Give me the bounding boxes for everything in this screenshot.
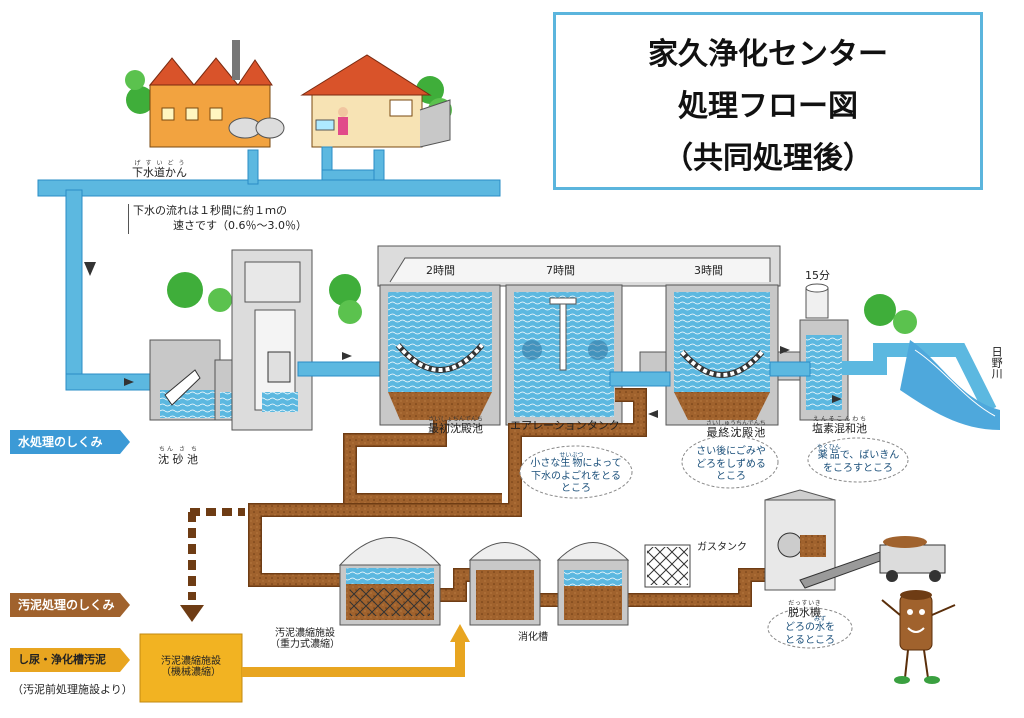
mechanical-thickener-label: 汚泥濃縮施設 （機械濃縮） — [161, 656, 221, 678]
title-line-3: （共同処理後） — [663, 141, 873, 176]
treatment-building — [377, 245, 811, 381]
digester-label: 消化槽 — [518, 632, 548, 643]
water-treatment-legend: 水処理のしくみ — [18, 435, 103, 449]
pump-house — [231, 249, 362, 431]
primary-tank-label: 最初沈殿池さいしょちんでんち — [428, 416, 483, 435]
chlorine-description: 薬品やくひんで、ばいきん をころすところ — [816, 444, 900, 474]
aeration-time-label: 7時間 — [546, 264, 575, 277]
primary-sedimentation-tank — [379, 284, 501, 426]
dewatering-description: どろの水みずを とるところ — [784, 616, 835, 646]
aeration-description: 小さな生物せいぶつによって 下水のよごれをとる ところ — [530, 452, 622, 494]
aeration-tank-label: エアレーションタンク — [510, 419, 620, 432]
gravity-thickener — [338, 537, 442, 626]
chlorine-time-label: 15分 — [805, 269, 830, 282]
cloud-bubbles — [519, 435, 909, 649]
water-channel-2 — [609, 371, 671, 387]
sewer-pipe — [37, 146, 501, 391]
primary-time-label: 2時間 — [426, 264, 455, 277]
gas-tank-label: ガスタンク — [697, 542, 747, 553]
final-sedimentation-tank — [665, 284, 779, 426]
dewatering-label: 脱水機だっすいき — [788, 600, 821, 619]
houses-illustration — [125, 40, 452, 148]
sewer-pipe-label: 下水道かんげすいどう — [132, 160, 187, 179]
sludge-treatment-legend: 汚泥処理のしくみ — [18, 598, 115, 612]
water-outfall — [842, 343, 997, 414]
sludge-pipe — [248, 388, 780, 607]
gas-tank — [644, 544, 691, 588]
grit-chamber — [149, 272, 246, 421]
final-tank-label: 最終沈殿池さいしゅうちんでんち — [706, 420, 766, 439]
final-tank-description: さい後にごみや どろをしずめる ところ — [696, 446, 766, 482]
aeration-tank — [505, 284, 623, 426]
flow-speed-note: 下水の流れは１秒間に約１ｍの 速さです（0.6％～3.0％） — [128, 204, 307, 234]
final-time-label: 3時間 — [694, 264, 723, 277]
title-line-2: 処理フロー図 — [678, 89, 858, 124]
water-flow-arrows — [124, 346, 842, 418]
water-channel-3 — [769, 361, 811, 377]
night-soil-note: （汚泥前処理施設より） — [12, 683, 133, 696]
gravity-thickener-label: 汚泥濃縮施設 （重力式濃縮） — [270, 628, 340, 650]
title-box: 家久浄化センター 処理フロー図 （共同処理後） — [553, 12, 983, 190]
digester-2 — [556, 542, 630, 626]
digester-1 — [468, 542, 542, 626]
title-line-1: 家久浄化センター — [648, 37, 888, 72]
river — [900, 340, 1000, 430]
legend-arrows — [10, 430, 130, 672]
dewatering-machine — [764, 489, 946, 591]
night-soil-legend: し尿・浄化槽汚泥 — [18, 653, 106, 666]
mascot-character — [881, 590, 956, 684]
chlorine-tank-label: 塩素混和池えんそこんわち — [812, 416, 867, 435]
grit-chamber-label: 沈 砂 池ちん さ ち — [158, 446, 198, 466]
night-soil-flow — [139, 508, 470, 703]
water-channel-1 — [297, 361, 389, 377]
river-label: 日野川 — [990, 346, 1004, 379]
